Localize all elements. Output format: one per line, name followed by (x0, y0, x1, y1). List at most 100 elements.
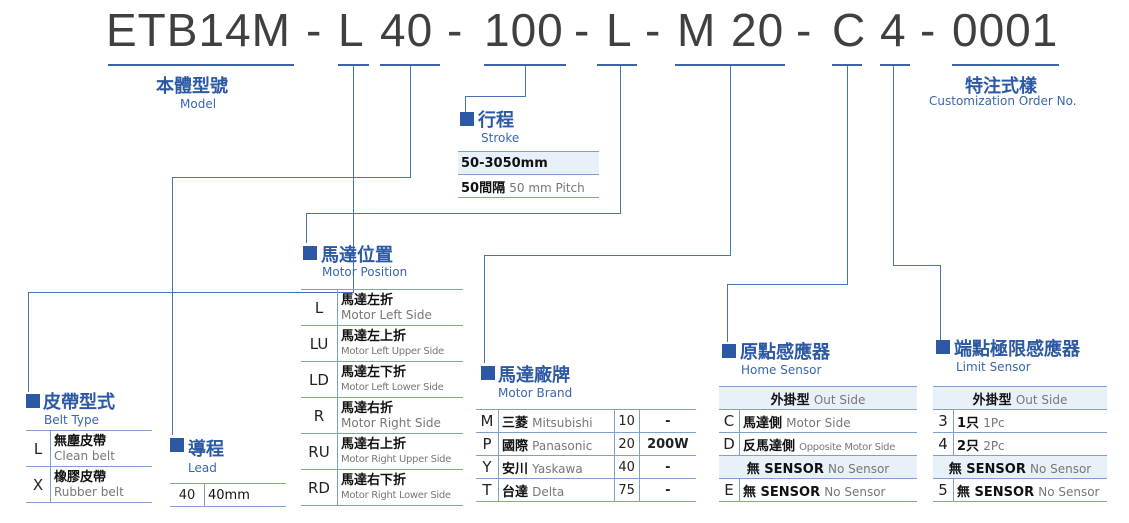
row-code: L (301, 289, 338, 326)
stroke-subtitle: Stroke (481, 131, 520, 145)
table-row: 50間隔 50 mm Pitch (458, 174, 599, 198)
connector-limit-sensor (893, 66, 894, 266)
row-cn: 安川 (502, 461, 529, 477)
code-dash: - (645, 4, 662, 56)
row-en: Opposite Motor Side (799, 441, 896, 453)
stroke-pitch-cn: 50間隔 (461, 180, 506, 196)
code-belt: L (338, 4, 365, 56)
code-dash: - (920, 4, 937, 56)
stroke-range: 50-3050mm (461, 155, 548, 171)
connector-belt (353, 66, 354, 292)
code-stroke: 100 (484, 4, 564, 56)
table-row: 3 1只 1Pc (933, 409, 1107, 433)
row-en: Yaskawa (532, 461, 583, 476)
home-sensor-table: 外掛型 Out Side C 馬達側 Motor Side D 反馬達側 Opp… (719, 386, 917, 502)
row-cn: 1只 (957, 415, 980, 431)
motor-brand-table: M 三菱 Mitsubishi 10 - P 國際 Panasonic 20 2… (476, 409, 696, 502)
row-en: No Sensor (824, 484, 886, 499)
connector-motor-brand (730, 66, 731, 256)
underline-motor-position (597, 64, 637, 66)
home-sensor-title: 原點感應器 (740, 342, 830, 363)
stroke-pitch-en: 50 mm Pitch (509, 180, 585, 195)
motor-position-title: 馬達位置 (321, 245, 393, 266)
row-code: RD (301, 469, 338, 506)
row-cn: 台達 (502, 484, 529, 500)
row-code: X (26, 466, 51, 503)
row-en: 2Pc (983, 438, 1005, 453)
row-code: L (26, 430, 51, 467)
table-row: T 台達 Delta 75 - (476, 478, 696, 502)
stroke-title: 行程 (478, 110, 514, 131)
connector-stroke (465, 96, 526, 97)
row-cn: 馬達右上折 (341, 436, 407, 452)
row-en: Motor Right Lower Side (341, 489, 451, 501)
row-en: Motor Left Upper Side (341, 345, 444, 357)
limit-sensor-marker (936, 340, 950, 354)
table-row: 4 2只 2Pc (933, 432, 1107, 456)
table-row: 無 SENSOR No Sensor (933, 455, 1107, 479)
table-row: E 無 SENSOR No Sensor (719, 478, 917, 502)
underline-custom (952, 64, 1059, 66)
code-model: ETB14M (106, 4, 291, 56)
lead-marker (170, 438, 184, 452)
header-cn: 外掛型 (770, 392, 810, 408)
row-code: RU (301, 433, 338, 470)
row-en: Motor Right Side (341, 415, 441, 430)
code-custom: 0001 (952, 4, 1059, 56)
header-cn: 外掛型 (972, 392, 1012, 408)
connector-motor-position (306, 213, 621, 214)
connector-limit-sensor (893, 265, 941, 266)
underline-stroke (484, 64, 566, 66)
row-power: - (639, 409, 696, 433)
row-en: Rubber belt (54, 484, 124, 499)
connector-home-sensor (727, 284, 728, 342)
code-lead: 40 (380, 4, 434, 56)
row-code: R (301, 397, 338, 434)
lead-value: 40mm (208, 487, 250, 503)
row-code: 5 (933, 478, 954, 502)
row-power: 200W (639, 432, 696, 456)
code-dash: - (306, 4, 323, 56)
row-power: - (639, 455, 696, 479)
connector-motor-brand (484, 255, 485, 363)
connector-home-sensor (847, 66, 848, 285)
code-dash: - (796, 4, 813, 56)
row-en: 1Pc (983, 415, 1005, 430)
motor-brand-subtitle: Motor Brand (498, 386, 573, 400)
row-cn: 馬達側 (743, 415, 783, 431)
code-motor-brand: M (677, 4, 717, 56)
table-row: D 反馬達側 Opposite Motor Side (719, 432, 917, 456)
connector-motor-position (306, 213, 307, 243)
row-code: 4 (933, 432, 954, 456)
header-en: Out Side (1015, 392, 1068, 407)
underline-motor-brand (675, 64, 785, 66)
row-cn: 反馬達側 (743, 438, 796, 454)
header-en: Out Side (813, 392, 866, 407)
row-cn: 馬達右下折 (341, 472, 407, 488)
row-cn: 無 SENSOR (743, 484, 821, 500)
row-num: 75 (614, 478, 640, 502)
underline-model (108, 64, 294, 66)
row-cn: 三菱 (502, 415, 529, 431)
row-cn: 國際 (502, 438, 529, 454)
row-num: 10 (614, 409, 640, 433)
row-cn: 馬達左折 (341, 292, 394, 308)
table-row: P 國際 Panasonic 20 200W (476, 432, 696, 456)
row-cn: 馬達右折 (341, 400, 394, 416)
lead-title: 導程 (188, 439, 224, 460)
row-cn: 馬達左下折 (341, 364, 407, 380)
row-en: Motor Left Lower Side (341, 381, 444, 393)
row-en: Clean belt (54, 448, 115, 463)
belt-type-marker (26, 394, 40, 408)
table-row: 無 SENSOR No Sensor (719, 455, 917, 479)
underline-limit-sensor (880, 64, 910, 66)
lead-subtitle: Lead (188, 461, 217, 475)
row-code: C (719, 409, 740, 433)
table-row: 50-3050mm (458, 151, 599, 175)
